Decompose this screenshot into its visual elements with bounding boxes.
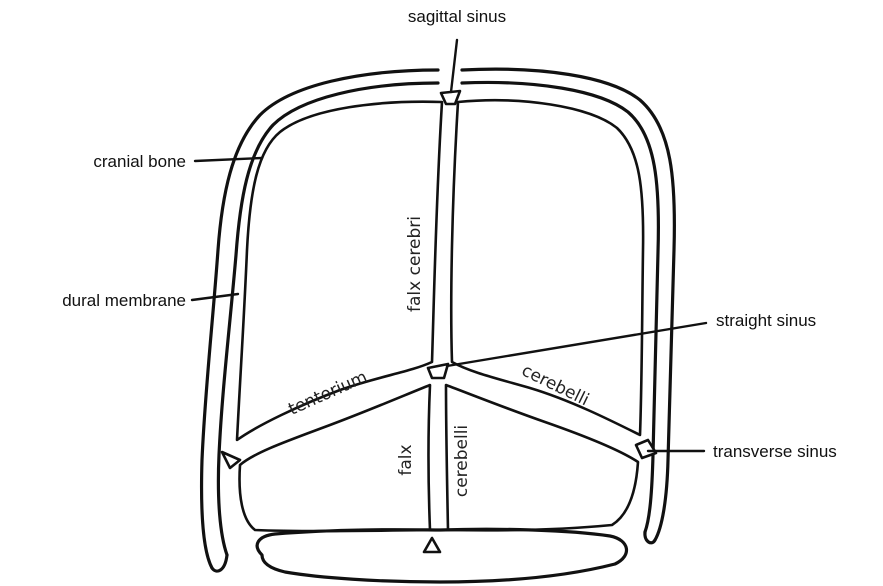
falx-cerebri-label: falx cerebri [405,216,425,312]
dural-membrane-label: dural membrane [62,291,186,310]
cranial-bone-left [202,70,438,571]
occipital-sinus-shape [424,538,440,552]
falx-lower-label: falx [396,444,416,475]
transverse-sinus-left-shape [222,452,240,468]
cranial-bone-bottom [257,529,626,582]
transverse-sinus-label: transverse sinus [713,442,837,461]
straight-sinus-leader [447,323,706,366]
cranial-bone-label: cranial bone [93,152,186,171]
sagittal-sinus-leader [451,40,457,92]
dura-right-lower-compartment [446,385,638,530]
straight-sinus-shape [428,364,448,378]
sagittal-sinus-label: sagittal sinus [408,7,506,26]
cerebelli-lower-label: cerebelli [452,425,472,497]
straight-sinus-label: straight sinus [716,311,816,330]
cerebelli-upper-label: cerebelli [518,361,592,411]
tentorium-label: tentorium [286,367,371,419]
